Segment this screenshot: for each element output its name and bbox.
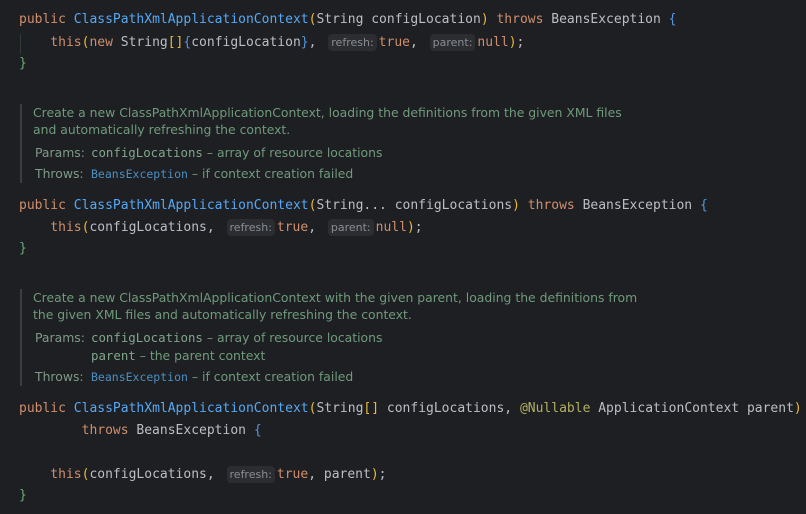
code-token: configLocations, [379, 401, 520, 416]
code-token: ApplicationContext parent [590, 401, 794, 416]
javadoc-2: Create a new ClassPathXmlApplicationCont… [20, 289, 637, 386]
code-token: null [375, 220, 407, 235]
exception-link[interactable]: BeansException [91, 370, 188, 384]
code-token: ( [308, 198, 317, 213]
code-token: null [477, 35, 509, 50]
code-token: @Nullable [519, 401, 591, 416]
code-line[interactable]: this(configLocations, refresh:true, pare… [19, 218, 423, 238]
code-token: public [19, 198, 74, 213]
code-token: } [19, 56, 27, 71]
code-line[interactable]: public ClassPathXmlApplicationContext(St… [19, 196, 708, 216]
code-token: BeansException [136, 423, 254, 438]
code-token: ) [512, 198, 520, 213]
code-line[interactable]: throws BeansException { [19, 421, 262, 441]
code-token: BeansException [582, 198, 700, 213]
code-token: [] [167, 35, 184, 50]
param-name: configLocations [91, 145, 203, 160]
param-desc: – array of resource locations [202, 145, 383, 160]
param-name: parent [91, 348, 136, 363]
code-token: } [300, 35, 309, 50]
doc-text: the given XML files and automatically re… [33, 307, 412, 322]
code-line[interactable]: } [19, 54, 27, 74]
code-line[interactable]: public ClassPathXmlApplicationContext(St… [19, 10, 677, 30]
code-line[interactable]: } [19, 239, 27, 259]
code-token: ( [308, 12, 317, 27]
code-token: ( [81, 35, 90, 50]
code-token: throws [519, 198, 583, 213]
code-token: ( [81, 220, 90, 235]
code-line[interactable]: this(configLocations, refresh:true, pare… [19, 465, 387, 485]
code-token: throws [19, 423, 137, 438]
code-token: this [19, 220, 82, 235]
code-token: true [378, 35, 410, 50]
code-token: true [276, 220, 309, 235]
code-token: ; [378, 467, 387, 482]
doc-text: and automatically refreshing the context… [33, 122, 291, 137]
code-token: public [19, 12, 74, 27]
throws-label: Throws: [35, 369, 84, 384]
param-name: configLocations [91, 330, 203, 345]
throws-label: Throws: [35, 166, 84, 181]
code-token: ClassPathXmlApplicationContext [73, 401, 309, 416]
code-token: ; [516, 35, 525, 50]
indent-guide [20, 34, 21, 54]
code-token: , parent [308, 467, 371, 482]
throws-desc: – if context creation failed [187, 166, 354, 181]
code-token: } [19, 488, 27, 503]
code-token: throws [488, 12, 552, 27]
code-token: ) [480, 12, 489, 27]
code-token: { [668, 12, 677, 27]
code-token: public [19, 401, 74, 416]
param-desc: – array of resource locations [202, 330, 383, 345]
exception-link[interactable]: BeansException [91, 167, 188, 181]
code-token: this [19, 35, 82, 50]
code-token: [] [363, 401, 380, 416]
code-line[interactable]: this(new String[]{configLocation}, refre… [19, 33, 524, 53]
code-token: ) [406, 220, 415, 235]
code-token: { [253, 423, 262, 438]
doc-text: Create a new ClassPathXmlApplicationCont… [33, 290, 638, 305]
code-token: configLocations, [89, 467, 223, 482]
code-token: String [316, 401, 364, 416]
code-line[interactable]: public ClassPathXmlApplicationContext(St… [19, 399, 802, 419]
code-token: ( [81, 467, 90, 482]
code-token: String configLocation [316, 12, 481, 27]
code-token: new [89, 35, 121, 50]
params-label: Params: [35, 330, 85, 345]
code-token: ) [370, 467, 379, 482]
code-token: configLocations, [89, 220, 223, 235]
throws-desc: – if context creation failed [187, 369, 354, 384]
code-token: BeansException [551, 12, 669, 27]
javadoc-1: Create a new ClassPathXmlApplicationCont… [20, 104, 622, 183]
code-token: ) [793, 401, 802, 416]
parameter-hint: refresh: [226, 466, 275, 483]
code-token: ClassPathXmlApplicationContext [73, 12, 309, 27]
code-token: true [276, 467, 309, 482]
code-token: String [120, 35, 168, 50]
code-token: , [308, 35, 325, 50]
code-token: , [409, 35, 426, 50]
code-token: } [19, 241, 27, 256]
code-token: ) [508, 35, 517, 50]
param-desc: – the parent context [135, 348, 266, 363]
code-token: String... configLocations [316, 198, 513, 213]
code-token: ; [414, 220, 423, 235]
code-token: { [699, 198, 708, 213]
doc-text: Create a new ClassPathXmlApplicationCont… [33, 105, 622, 120]
parameter-hint: parent: [429, 34, 476, 51]
code-token: { [183, 35, 192, 50]
code-token: this [19, 467, 82, 482]
parameter-hint: parent: [327, 219, 374, 236]
code-token: configLocation [191, 35, 301, 50]
parameter-hint: refresh: [226, 219, 275, 236]
code-token: , [308, 220, 324, 235]
params-label: Params: [35, 145, 85, 160]
parameter-hint: refresh: [328, 34, 377, 51]
code-line[interactable]: } [19, 486, 27, 506]
code-token: ( [308, 401, 317, 416]
code-token: ClassPathXmlApplicationContext [73, 198, 309, 213]
